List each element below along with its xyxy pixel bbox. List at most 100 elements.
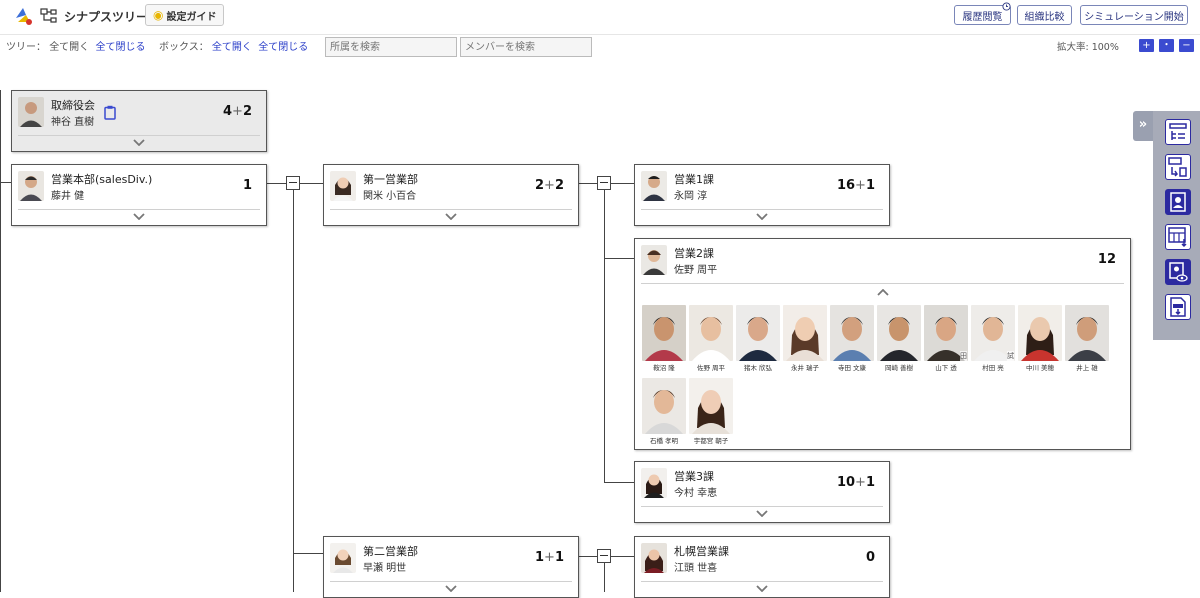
dept-name: 営業3課	[674, 470, 714, 483]
chevron-down-icon[interactable]	[445, 213, 457, 220]
member-name: 村田 亮	[982, 364, 1004, 372]
chevron-down-icon[interactable]	[133, 139, 145, 146]
manager-name: 永岡 淳	[674, 191, 708, 202]
box-controls: ボックス： 全て開く 全て閉じる	[159, 38, 308, 53]
member-count: 16+1	[836, 178, 875, 193]
member-name: 石橋 孝明	[649, 437, 679, 445]
avatar	[18, 97, 44, 127]
chevron-down-icon[interactable]	[445, 585, 457, 592]
collapse-toggle[interactable]	[286, 176, 300, 190]
chevron-down-icon[interactable]	[756, 510, 768, 517]
member-photo[interactable]	[642, 378, 686, 434]
tree-list-icon[interactable]	[1165, 119, 1191, 145]
box-label: ボックス：	[159, 42, 209, 53]
clock-icon	[1002, 2, 1011, 11]
dept-name: 札幌営業課	[674, 545, 729, 558]
divider	[641, 506, 883, 507]
member-photo[interactable]	[877, 305, 921, 361]
divider	[641, 581, 883, 582]
member-count: 10+1	[836, 475, 875, 490]
avatar	[330, 543, 356, 573]
connector	[300, 183, 323, 184]
org-card-board[interactable]: 取締役会 神谷 直樹 4+2	[11, 90, 267, 152]
zoom-in-button[interactable]: +	[1139, 39, 1154, 52]
org-card-sales-section-1[interactable]: 営業1課 永岡 淳 16+1	[634, 164, 890, 226]
tree-collapse-all-link[interactable]: 全て閉じる	[95, 42, 146, 53]
org-card-sapporo-section[interactable]: 札幌営業課 江頭 世喜 0	[634, 536, 890, 598]
member-photo[interactable]	[642, 305, 686, 361]
chevron-down-icon[interactable]	[756, 585, 768, 592]
profile-card-icon[interactable]	[1165, 189, 1191, 215]
member-photo[interactable]	[971, 305, 1015, 361]
member-search-input[interactable]	[460, 37, 592, 57]
member-count: 0	[865, 550, 875, 565]
member-count: 2+2	[535, 178, 564, 193]
csv-download-icon[interactable]	[1165, 224, 1191, 250]
manager-name: 佐野 周平	[674, 265, 718, 276]
dept-name: 営業2課	[674, 247, 714, 260]
member-name: 鞍沼 隆	[653, 364, 675, 372]
manager-name: 関米 小百合	[363, 191, 417, 202]
divider	[18, 209, 260, 210]
org-card-sales-section-2[interactable]: 営業2課 佐野 周平 12 鞍沼 隆佐野 周平猪木 欣弘永井 瑞子寺田 文康岡崎…	[634, 238, 1131, 450]
member-photo[interactable]	[736, 305, 780, 361]
divider	[641, 209, 883, 210]
dept-name: 第二営業部	[363, 545, 418, 558]
member-photo[interactable]	[924, 305, 968, 361]
org-compare-button[interactable]: 組織比較	[1017, 5, 1072, 25]
transfer-icon[interactable]	[1165, 154, 1191, 180]
history-view-button[interactable]: 履歴閲覧	[954, 2, 1011, 25]
member-name: 寺田 文康	[837, 364, 867, 372]
member-photo[interactable]	[689, 305, 733, 361]
member-photo[interactable]	[830, 305, 874, 361]
chevron-down-icon[interactable]	[133, 213, 145, 220]
synapse-logo-icon	[16, 8, 32, 25]
manager-name: 神谷 直樹	[51, 117, 95, 128]
manager-name: 藤井 健	[51, 191, 85, 202]
start-simulation-button[interactable]: シミュレーション開始	[1080, 5, 1188, 25]
image-download-icon[interactable]	[1165, 294, 1191, 320]
connector	[611, 556, 634, 557]
box-collapse-all-link[interactable]: 全て閉じる	[258, 42, 309, 53]
view-profile-icon[interactable]	[1165, 259, 1191, 285]
collapse-toggle[interactable]	[597, 549, 611, 563]
connector	[611, 183, 634, 184]
member-photo[interactable]	[783, 305, 827, 361]
box-expand-all-link[interactable]: 全て開く	[211, 42, 252, 53]
connector	[578, 556, 597, 557]
manager-name: 今村 幸恵	[674, 488, 718, 499]
member-photo[interactable]	[1065, 305, 1109, 361]
tree-expand-all-link[interactable]: 全て開く	[49, 42, 90, 53]
dept-search-input[interactable]	[325, 37, 457, 57]
org-card-sales-dept-1[interactable]: 第一営業部 関米 小百合 2+2	[323, 164, 579, 226]
divider	[641, 283, 1124, 284]
org-compare-label: 組織比較	[1024, 11, 1065, 23]
member-name: 山下 透	[935, 364, 957, 372]
member-photo[interactable]	[1018, 305, 1062, 361]
member-badge: 試	[1007, 351, 1014, 361]
clipboard-icon[interactable]	[104, 105, 116, 120]
collapse-toggle[interactable]	[597, 176, 611, 190]
zoom-out-button[interactable]: −	[1179, 39, 1194, 52]
side-panel-toggle[interactable]: »	[1133, 111, 1153, 141]
org-tree-icon	[40, 8, 57, 23]
history-view-label: 履歴閲覧	[962, 11, 1003, 23]
org-card-sales-dept-2[interactable]: 第二営業部 早瀬 明世 1+1	[323, 536, 579, 598]
avatar	[18, 171, 44, 201]
start-simulation-label: シミュレーション開始	[1084, 11, 1184, 23]
lightbulb-icon: ◉	[153, 8, 164, 22]
tree-controls: ツリー： 全て開く 全て閉じる	[6, 38, 146, 53]
manager-name: 江頭 世喜	[674, 563, 718, 574]
zoom-reset-button[interactable]: ・	[1159, 39, 1174, 52]
setup-guide-button[interactable]: ◉ 設定ガイド	[145, 4, 225, 26]
chevron-down-icon[interactable]	[756, 213, 768, 220]
connector	[604, 563, 605, 592]
org-card-sales-section-3[interactable]: 営業3課 今村 幸恵 10+1	[634, 461, 890, 523]
app-title: シナプスツリー	[64, 10, 149, 24]
member-photo[interactable]	[689, 378, 733, 434]
app-header: シナプスツリー ◉ 設定ガイド 履歴閲覧 組織比較 シミュレーション開始	[0, 0, 1200, 35]
dept-name: 営業本部(salesDiv.)	[51, 173, 153, 186]
org-card-sales-hq[interactable]: 営業本部(salesDiv.) 藤井 健 1	[11, 164, 267, 226]
chevron-up-icon[interactable]	[876, 289, 889, 296]
divider	[18, 135, 260, 136]
